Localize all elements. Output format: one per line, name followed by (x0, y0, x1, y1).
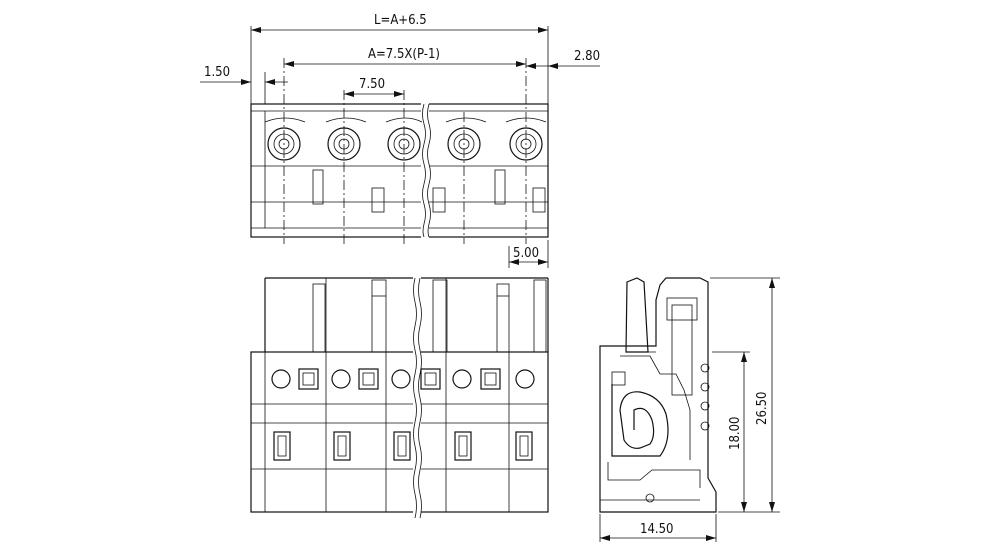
entry-3 (391, 368, 441, 390)
dim-pitch: 7.50 (359, 77, 385, 92)
dim-height-lower: 18.00 (728, 417, 743, 450)
entry-2 (331, 368, 379, 390)
entry-5 (515, 369, 535, 389)
dim-right-offset: 2.80 (574, 49, 600, 64)
dim-left-offset: 1.50 (204, 65, 230, 80)
dim-pitch-span: A=7.5X(P-1) (368, 47, 440, 62)
screw-4 (445, 117, 487, 161)
entry-4 (452, 368, 501, 390)
top-view: L=A+6.5 A=7.5X(P-1) 7.50 1.50 2.80 5.00 (200, 13, 600, 268)
front-view (250, 276, 549, 519)
dim-overall-length: L=A+6.5 (374, 13, 427, 28)
entry-1 (271, 368, 319, 390)
screw-1 (264, 117, 306, 161)
dim-height-total: 26.50 (755, 392, 770, 425)
side-view: 26.50 18.00 14.50 (599, 277, 780, 542)
dim-depth: 14.50 (640, 522, 673, 537)
dim-end-width: 5.00 (513, 246, 539, 261)
screw-2 (325, 117, 367, 161)
